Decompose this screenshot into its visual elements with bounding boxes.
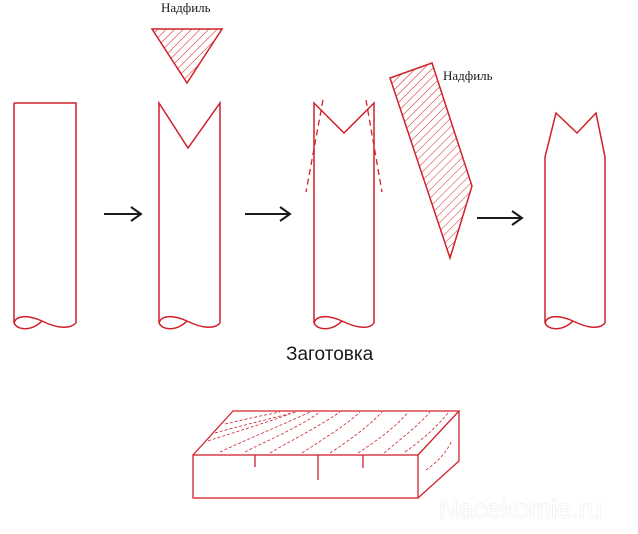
stick-blank <box>13 102 77 330</box>
file-label-top: Надфиль <box>161 0 211 15</box>
cut-guide-lines <box>305 99 383 193</box>
needle-file-icon <box>389 62 473 261</box>
right-arrow-icon <box>104 206 143 222</box>
stick-marked <box>313 101 375 330</box>
stick-notched <box>158 100 221 330</box>
right-arrow-icon <box>245 206 292 222</box>
right-arrow-icon <box>477 210 524 226</box>
blank-label: Заготовка <box>286 344 374 365</box>
needle-file-icon <box>150 28 224 85</box>
wood-block <box>192 410 461 499</box>
file-label-right: Надфиль <box>443 68 493 83</box>
stick-finished <box>544 111 606 330</box>
watermark: Nacekomie.ru <box>439 494 602 524</box>
wood-grain <box>207 411 453 471</box>
